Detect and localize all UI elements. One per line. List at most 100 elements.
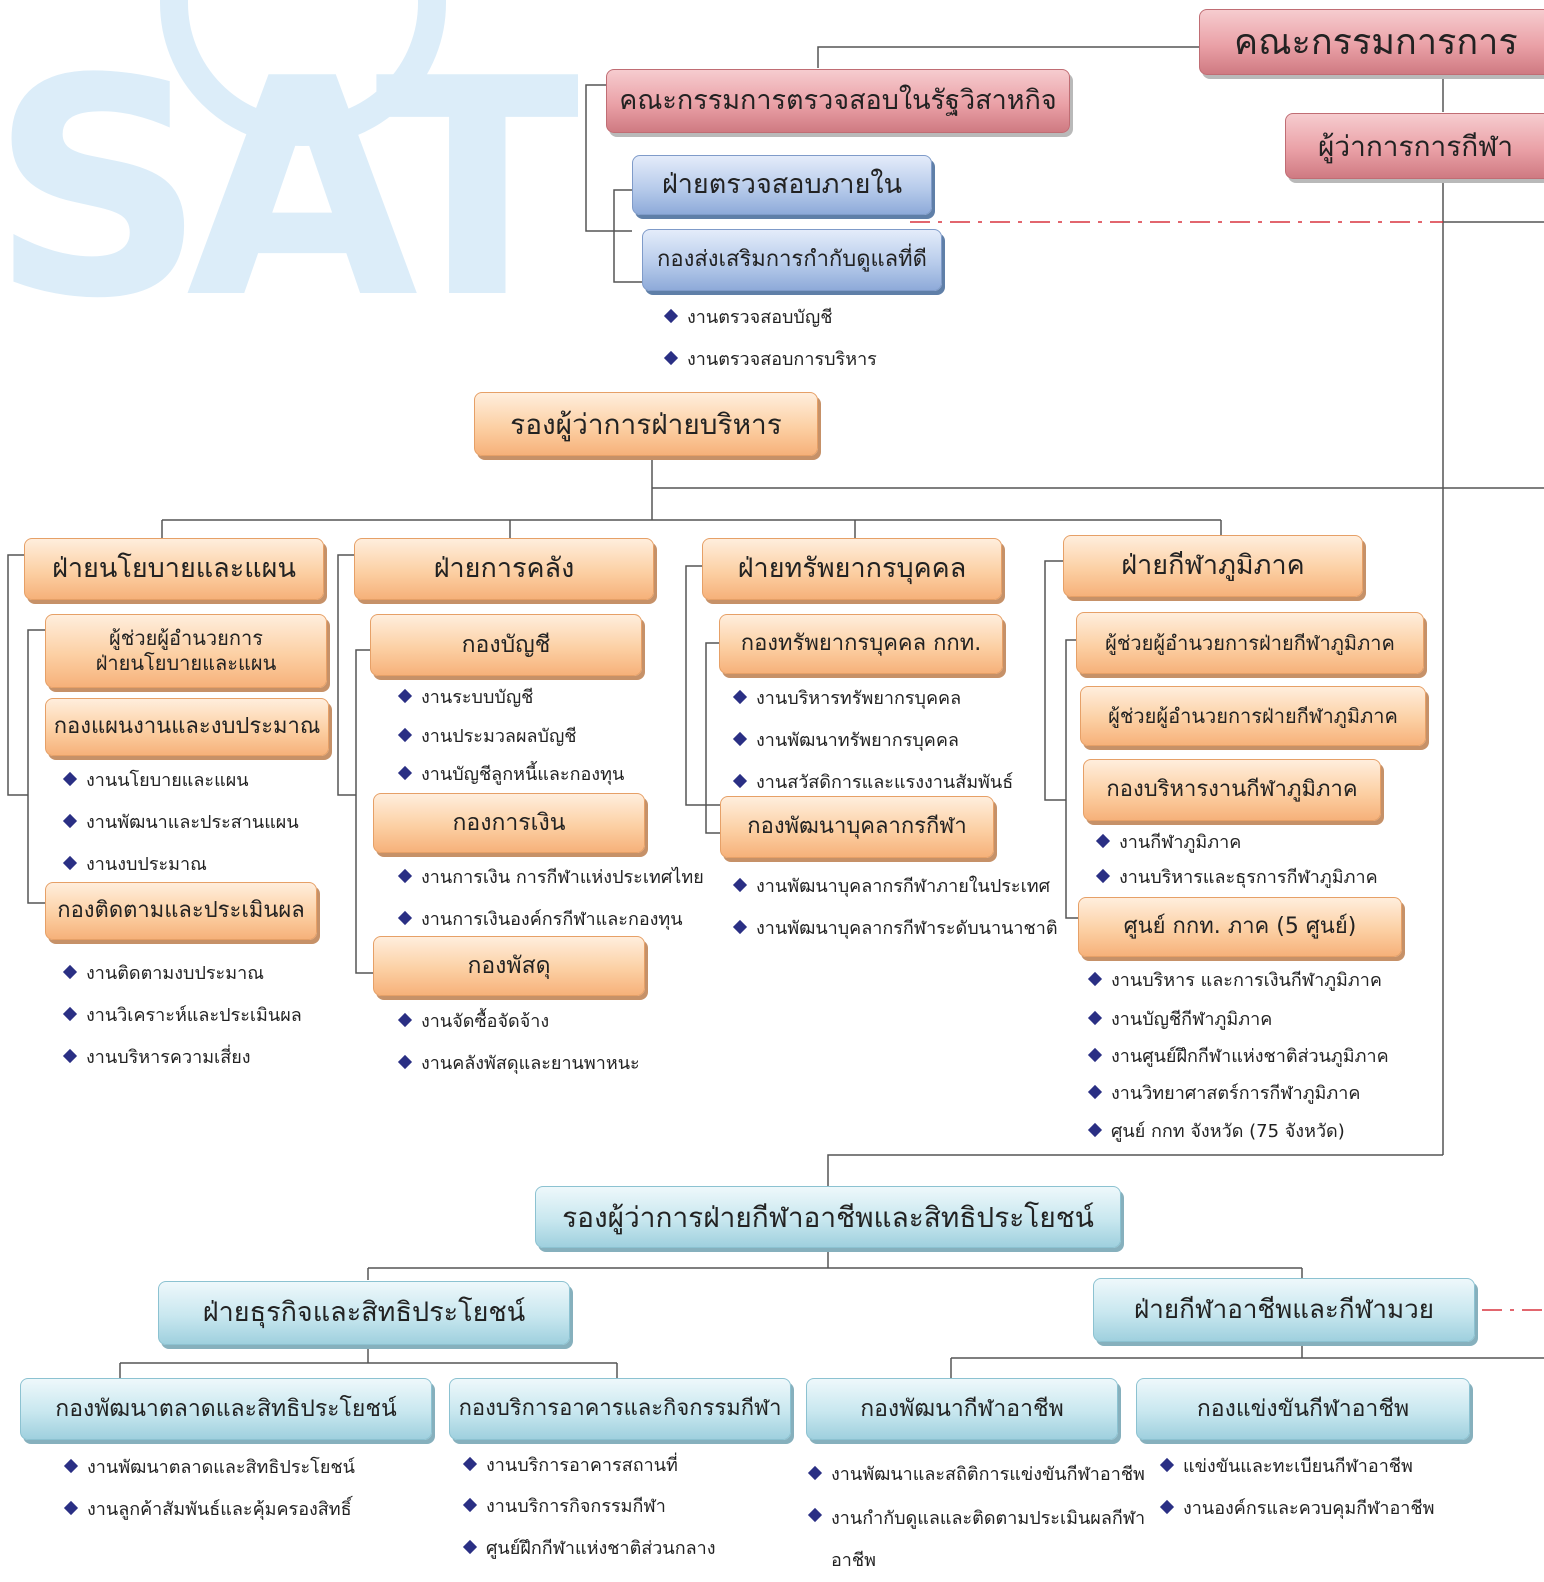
- list-item: งานสวัสดิการและแรงงานสัมพันธ์: [732, 773, 1013, 792]
- regional-centers-box: ศูนย์ กกท. ภาค (5 ศูนย์): [1078, 897, 1402, 957]
- bullet-icon: [397, 910, 413, 926]
- policy-dept-box: ฝ่ายนโยบายและแผน: [24, 538, 324, 600]
- finance-dept-box: ฝ่ายการคลัง: [354, 538, 654, 600]
- list-item: งานระบบบัญชี: [397, 689, 533, 707]
- list-item: งานองค์กรและควบคุมกีฬาอาชีพ: [1159, 1499, 1435, 1518]
- bullet-icon: [1095, 868, 1111, 884]
- list-item: งานวิทยาศาสตร์การกีฬาภูมิภาค: [1087, 1085, 1360, 1103]
- governor-label: ผู้ว่าการการกีฬา: [1318, 129, 1514, 163]
- hr-dept-box: ฝ่ายทรัพยากรบุคคล: [702, 538, 1002, 600]
- list-item: งานบริการอาคารสถานที่: [462, 1456, 678, 1475]
- internal-audit-label: ฝ่ายตรวจสอบภายใน: [661, 169, 903, 201]
- money-box: กองการเงิน: [373, 793, 645, 853]
- hr-division-label: กองทรัพยากรบุคคล กกท.: [740, 631, 982, 657]
- bullet-icon: [1159, 1499, 1175, 1515]
- bullet-icon: [1087, 1010, 1103, 1026]
- list-item: งานพัฒนาและสถิติการแข่งขันกีฬาอาชีพ: [807, 1465, 1145, 1484]
- list-item: งานนโยบายและแผน: [62, 771, 249, 790]
- bullet-icon: [732, 689, 748, 705]
- board-box: คณะกรรมการการ: [1199, 9, 1544, 75]
- list-item: งานตรวจสอบการบริหาร: [663, 350, 877, 369]
- bullet-icon: [732, 877, 748, 893]
- list-item: งานศูนย์ฝึกกีฬาแห่งชาติส่วนภูมิภาค: [1087, 1047, 1389, 1066]
- bullet-icon: [397, 727, 413, 743]
- pro-deputy-box: รองผู้ว่าการฝ่ายกีฬาอาชีพและสิทธิประโยชน…: [535, 1186, 1121, 1248]
- bullet-icon: [62, 771, 78, 787]
- list-item: แข่งขันและทะเบียนกีฬาอาชีพ: [1159, 1458, 1413, 1476]
- policy-assistant-line2: ฝ่ายนโยบายและแผน: [95, 651, 277, 675]
- list-item: งานบริหารทรัพยากรบุคคล: [732, 689, 961, 708]
- board-label: คณะกรรมการการ: [1234, 21, 1518, 63]
- list-item: งานพัฒนาบุคลากรกีฬาภายในประเทศ: [732, 877, 1050, 896]
- supplies-box: กองพัสดุ: [373, 936, 645, 996]
- bullet-icon: [397, 1012, 413, 1028]
- list-item: งานติดตามงบประมาณ: [62, 965, 264, 983]
- business-dept-label: ฝ่ายธุรกิจและสิทธิประโยชน์: [202, 1297, 526, 1329]
- list-item: งานบริหาร และการเงินกีฬาภูมิภาค: [1087, 971, 1382, 990]
- regional-admin-box: กองบริหารงานกีฬาภูมิภาค: [1083, 759, 1381, 821]
- pro-comp-label: กองแข่งขันกีฬาอาชีพ: [1196, 1395, 1410, 1422]
- bullet-icon: [62, 813, 78, 829]
- list-item: งานวิเคราะห์และประเมินผล: [62, 1006, 302, 1025]
- list-item: งานพัฒนาทรัพยากรบุคคล: [732, 731, 959, 750]
- bullet-icon: [462, 1539, 478, 1555]
- admin-deputy-box: รองผู้ว่าการฝ่ายบริหาร: [474, 392, 818, 456]
- regional-assistant2-box: ผู้ช่วยผู้อำนวยการฝ่ายกีฬาภูมิภาค: [1080, 686, 1426, 746]
- list-item: งานกำกับดูแลและติดตามประเมินผลกีฬาอาชีพ: [807, 1498, 1151, 1582]
- pro-dev-box: กองพัฒนากีฬาอาชีพ: [806, 1378, 1118, 1440]
- bullet-icon: [663, 350, 679, 366]
- hr-division-box: กองทรัพยากรบุคคล กกท.: [719, 614, 1003, 674]
- list-item: งานบริการกิจกรรมกีฬา: [462, 1497, 666, 1516]
- bullet-icon: [63, 1500, 79, 1516]
- bullet-icon: [462, 1456, 478, 1472]
- bullet-icon: [807, 1465, 823, 1481]
- bullet-icon: [1095, 833, 1111, 849]
- list-item: งานตรวจสอบบัญชี: [663, 308, 832, 327]
- regional-dept-box: ฝ่ายกีฬาภูมิภาค: [1063, 535, 1363, 597]
- bullet-icon: [732, 919, 748, 935]
- bullet-icon: [62, 855, 78, 871]
- facilities-box: กองบริการอาคารและกิจกรรมกีฬา: [449, 1378, 791, 1440]
- professional-dept-label: ฝ่ายกีฬาอาชีพและกีฬามวย: [1134, 1294, 1434, 1325]
- bullet-icon: [1087, 971, 1103, 987]
- pro-comp-box: กองแข่งขันกีฬาอาชีพ: [1136, 1378, 1470, 1440]
- list-item: งานการเงิน การกีฬาแห่งประเทศไทย: [397, 869, 704, 887]
- audit-committee-box: คณะกรรมการตรวจสอบในรัฐวิสาหกิจ: [606, 69, 1070, 133]
- monitor-label: กองติดตามและประเมินผล: [57, 898, 305, 924]
- bullet-icon: [1087, 1122, 1103, 1138]
- bullet-icon: [397, 765, 413, 781]
- finance-dept-label: ฝ่ายการคลัง: [433, 553, 575, 585]
- list-item: งานบัญชีลูกหนี้และกองทุน: [397, 765, 624, 784]
- bullet-icon: [62, 1006, 78, 1022]
- pro-dev-label: กองพัฒนากีฬาอาชีพ: [860, 1395, 1064, 1422]
- regional-admin-label: กองบริหารงานกีฬาภูมิภาค: [1106, 777, 1358, 803]
- list-item: งานลูกค้าสัมพันธ์และคุ้มครองสิทธิ์: [63, 1500, 352, 1519]
- facilities-label: กองบริการอาคารและกิจกรรมกีฬา: [458, 1396, 782, 1422]
- bullet-icon: [1087, 1047, 1103, 1063]
- list-item: งานคลังพัสดุและยานพาหนะ: [397, 1055, 640, 1073]
- policy-dept-label: ฝ่ายนโยบายและแผน: [52, 553, 296, 585]
- internal-audit-box: ฝ่ายตรวจสอบภายใน: [632, 155, 932, 215]
- bullet-icon: [462, 1497, 478, 1513]
- list-item: งานพัฒนาและประสานแผน: [62, 813, 299, 832]
- list-item: งานพัฒนาบุคลากรกีฬาระดับนานาชาติ: [732, 919, 1058, 938]
- bullet-icon: [732, 773, 748, 789]
- money-label: กองการเงิน: [452, 809, 566, 836]
- governor-box: ผู้ว่าการการกีฬา: [1285, 113, 1544, 179]
- regional-dept-label: ฝ่ายกีฬาภูมิภาค: [1121, 550, 1305, 582]
- regional-centers-label: ศูนย์ กกท. ภาค (5 ศูนย์): [1123, 914, 1357, 940]
- list-item: งานกีฬาภูมิภาค: [1095, 833, 1241, 852]
- list-item: งานการเงินองค์กรกีฬาและกองทุน: [397, 910, 683, 929]
- policy-assistant-box: ผู้ช่วยผู้อำนวยการ ฝ่ายนโยบายและแผน: [45, 614, 327, 688]
- list-item: ศูนย์ กกท จังหวัด (75 จังหวัด): [1087, 1122, 1345, 1141]
- list-item: งานบัญชีกีฬาภูมิภาค: [1087, 1010, 1272, 1029]
- regional-assistant2-label: ผู้ช่วยผู้อำนวยการฝ่ายกีฬาภูมิภาค: [1108, 703, 1398, 728]
- admin-deputy-label: รองผู้ว่าการฝ่ายบริหาร: [510, 407, 782, 441]
- bullet-icon: [663, 308, 679, 324]
- sport-personnel-box: กองพัฒนาบุคลากรกีฬา: [720, 796, 994, 858]
- bullet-icon: [732, 731, 748, 747]
- list-item: งานงบประมาณ: [62, 855, 207, 874]
- hr-dept-label: ฝ่ายทรัพยากรบุคคล: [737, 553, 967, 585]
- regional-assistant1-box: ผู้ช่วยผู้อำนวยการฝ่ายกีฬาภูมิภาค: [1076, 612, 1424, 674]
- accounting-box: กองบัญชี: [370, 614, 642, 676]
